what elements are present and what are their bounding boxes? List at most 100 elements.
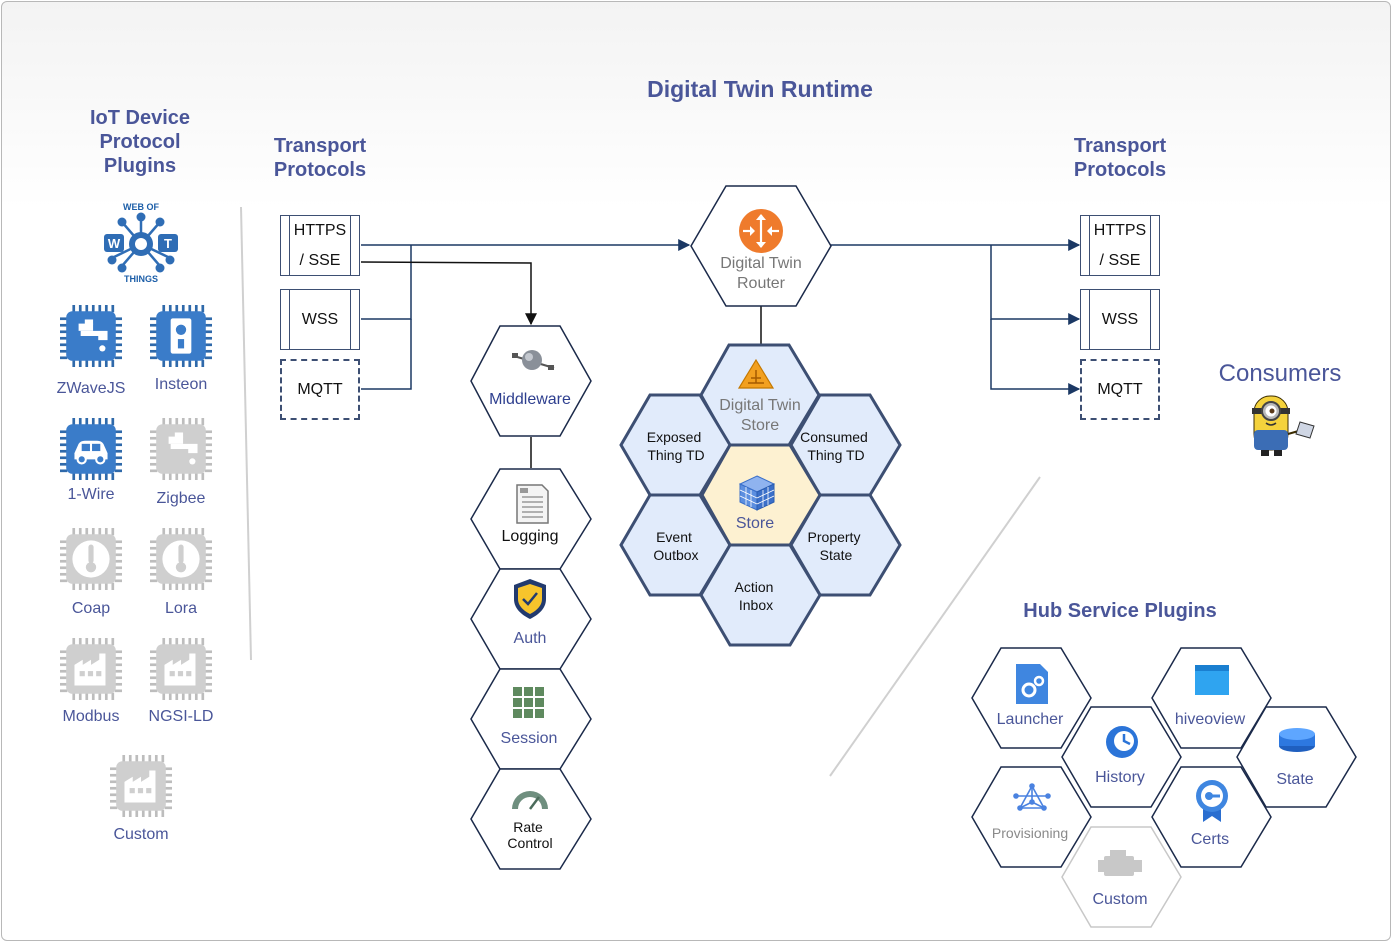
box-inner-border bbox=[289, 216, 290, 275]
box-inner-border bbox=[350, 290, 351, 349]
factory-chip-icon bbox=[110, 755, 172, 822]
hub-service-hiveoview[interactable]: hiveoview bbox=[1151, 647, 1273, 749]
right-divider bbox=[829, 476, 1041, 777]
iot-plugins-title-line: IoT Device bbox=[89, 107, 191, 129]
transport-box-wss[interactable]: WSS bbox=[280, 289, 360, 350]
action-inbox-label: Action bbox=[735, 579, 774, 595]
middleware-label: Middleware bbox=[489, 391, 571, 408]
transport-label: MQTT bbox=[1097, 380, 1143, 398]
transport-label: WSS bbox=[301, 310, 339, 328]
router-icon bbox=[739, 209, 783, 253]
hub-service-launcher[interactable]: Launcher bbox=[971, 647, 1093, 749]
transport-box-mqtt[interactable]: MQTT bbox=[280, 359, 360, 420]
thermometer-chip-icon bbox=[150, 528, 212, 595]
hub-services-title: Hub Service Plugins bbox=[1023, 600, 1217, 622]
runtime-title: Digital Twin Runtime bbox=[647, 76, 873, 102]
iot-plugins-title-line: Plugins bbox=[103, 155, 177, 177]
wot-logo-bottom: THINGS bbox=[124, 274, 158, 284]
logging-node[interactable]: Logging bbox=[470, 468, 592, 570]
iot-plugins-title-line: Protocol bbox=[99, 131, 181, 153]
transport-box-https[interactable]: HTTPS / SSE bbox=[1080, 215, 1160, 276]
thermometer-chip-icon bbox=[60, 528, 122, 595]
faucet-chip-icon bbox=[150, 418, 212, 485]
transport-right-title: Transport Protocols bbox=[1040, 134, 1200, 182]
factory-chip-icon bbox=[150, 638, 212, 705]
certificate-icon bbox=[1196, 780, 1228, 822]
hub-service-history[interactable]: History bbox=[1061, 706, 1183, 808]
gear-doc-icon bbox=[1016, 664, 1048, 704]
router-label: Router bbox=[737, 275, 786, 292]
transport-label: HTTPS bbox=[293, 221, 347, 239]
box-inner-border bbox=[1150, 290, 1151, 349]
transport-label: WSS bbox=[1101, 310, 1139, 328]
iot-plugin-label[interactable]: Lora bbox=[164, 600, 198, 617]
rate-control-label: Control bbox=[507, 835, 552, 851]
factory-chip-icon bbox=[60, 638, 122, 705]
consumers-title: Consumers bbox=[1218, 360, 1342, 387]
exposed-td-label: Exposed bbox=[647, 429, 701, 445]
transport-title-line: Transport bbox=[273, 135, 367, 157]
iot-plugin-label[interactable]: 1-Wire bbox=[67, 486, 115, 503]
hub-service-state[interactable]: State bbox=[1236, 706, 1358, 808]
session-node[interactable]: Session bbox=[470, 668, 592, 770]
auth-label: Auth bbox=[514, 630, 547, 647]
rate-control-node[interactable]: Rate Control bbox=[470, 768, 592, 870]
iot-plugin-label[interactable]: Coap bbox=[71, 600, 111, 617]
session-label: Session bbox=[501, 730, 558, 747]
box-inner-border bbox=[289, 290, 290, 349]
hub-service-provisioning[interactable]: Provisioning bbox=[971, 766, 1093, 868]
hub-service-label: Custom bbox=[1092, 891, 1147, 908]
router-label: Digital Twin bbox=[720, 255, 802, 272]
wot-logo: WEB OF W T THINGS bbox=[104, 202, 178, 284]
auth-node[interactable]: Auth bbox=[470, 568, 592, 670]
hub-service-label: hiveoview bbox=[1175, 711, 1246, 728]
gauge-icon bbox=[512, 791, 548, 810]
transport-box-https[interactable]: HTTPS / SSE bbox=[280, 215, 360, 276]
event-outbox-label: Outbox bbox=[653, 547, 698, 563]
transport-label: / SSE bbox=[1099, 251, 1141, 269]
car-chip-icon bbox=[60, 418, 122, 485]
transport-box-mqtt[interactable]: MQTT bbox=[1080, 359, 1160, 420]
iot-plugin-label[interactable]: NGSI-LD bbox=[148, 708, 214, 725]
transport-left-title: Transport Protocols bbox=[240, 134, 400, 182]
middleware-node[interactable]: Middleware bbox=[470, 325, 592, 437]
iot-plugin-label[interactable]: Custom bbox=[113, 826, 169, 843]
hub-service-custom[interactable]: Custom bbox=[1061, 826, 1183, 928]
iot-plugin-label[interactable]: Zigbee bbox=[156, 490, 206, 507]
property-state-label: State bbox=[820, 547, 853, 563]
box-inner-border bbox=[1089, 290, 1090, 349]
transport-title-line: Protocols bbox=[1073, 159, 1167, 181]
satellite-icon bbox=[512, 350, 555, 370]
left-divider bbox=[240, 206, 252, 661]
hub-service-certs[interactable]: Certs bbox=[1151, 766, 1273, 868]
exposed-td-label: Thing TD bbox=[647, 447, 704, 463]
hub-service-label: Provisioning bbox=[992, 825, 1068, 841]
transport-box-wss[interactable]: WSS bbox=[1080, 289, 1160, 350]
hub-service-label: History bbox=[1095, 769, 1145, 786]
wot-logo-top: WEB OF bbox=[123, 202, 159, 212]
svg-text:W: W bbox=[108, 236, 121, 251]
store-top-label: Store bbox=[741, 417, 779, 434]
transport-label: / SSE bbox=[299, 251, 341, 269]
iot-plugin-label[interactable]: ZWaveJS bbox=[56, 380, 126, 397]
box-inner-border bbox=[1150, 216, 1151, 275]
network-icon bbox=[1013, 783, 1051, 811]
hub-service-label: Certs bbox=[1191, 831, 1229, 848]
shield-icon bbox=[514, 579, 546, 619]
consumed-td-label: Consumed bbox=[800, 429, 868, 445]
clock-icon bbox=[1106, 726, 1138, 758]
iot-plugin-label[interactable]: Insteon bbox=[154, 376, 208, 393]
hub-service-label: State bbox=[1276, 771, 1313, 788]
consumed-td-label: Thing TD bbox=[807, 447, 864, 463]
router-node[interactable]: Digital Twin Router bbox=[690, 185, 832, 307]
box-inner-border bbox=[350, 216, 351, 275]
svg-text:T: T bbox=[164, 236, 172, 251]
transport-label: HTTPS bbox=[1093, 221, 1147, 239]
device-chip-icon bbox=[150, 305, 212, 372]
iot-plugin-label[interactable]: Modbus bbox=[62, 708, 120, 725]
action-inbox-label: Inbox bbox=[739, 597, 773, 613]
transport-label: MQTT bbox=[297, 380, 343, 398]
middleware-stack: Middleware Logging Auth bbox=[470, 325, 592, 870]
